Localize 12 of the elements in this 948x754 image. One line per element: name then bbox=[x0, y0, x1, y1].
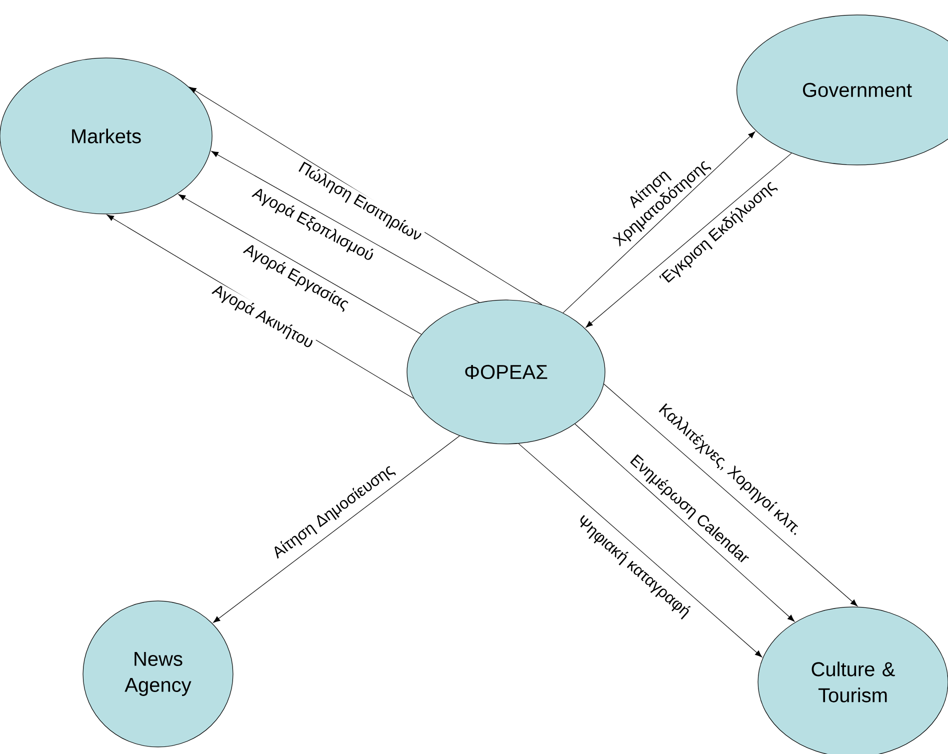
arrow bbox=[604, 384, 858, 606]
ellipse-node: ΦΟΡΕΑΣ bbox=[406, 300, 606, 444]
ellipse-node: News Agency bbox=[82, 600, 234, 748]
arrow bbox=[574, 424, 795, 622]
arrow bbox=[178, 194, 422, 335]
arrow bbox=[211, 150, 480, 303]
ellipse-node: Government bbox=[736, 14, 948, 166]
ellipse-node: Culture & Tourism bbox=[758, 606, 948, 754]
arrow bbox=[518, 443, 762, 658]
arrow bbox=[586, 152, 792, 328]
arrow bbox=[213, 436, 460, 623]
arrow bbox=[562, 131, 756, 314]
